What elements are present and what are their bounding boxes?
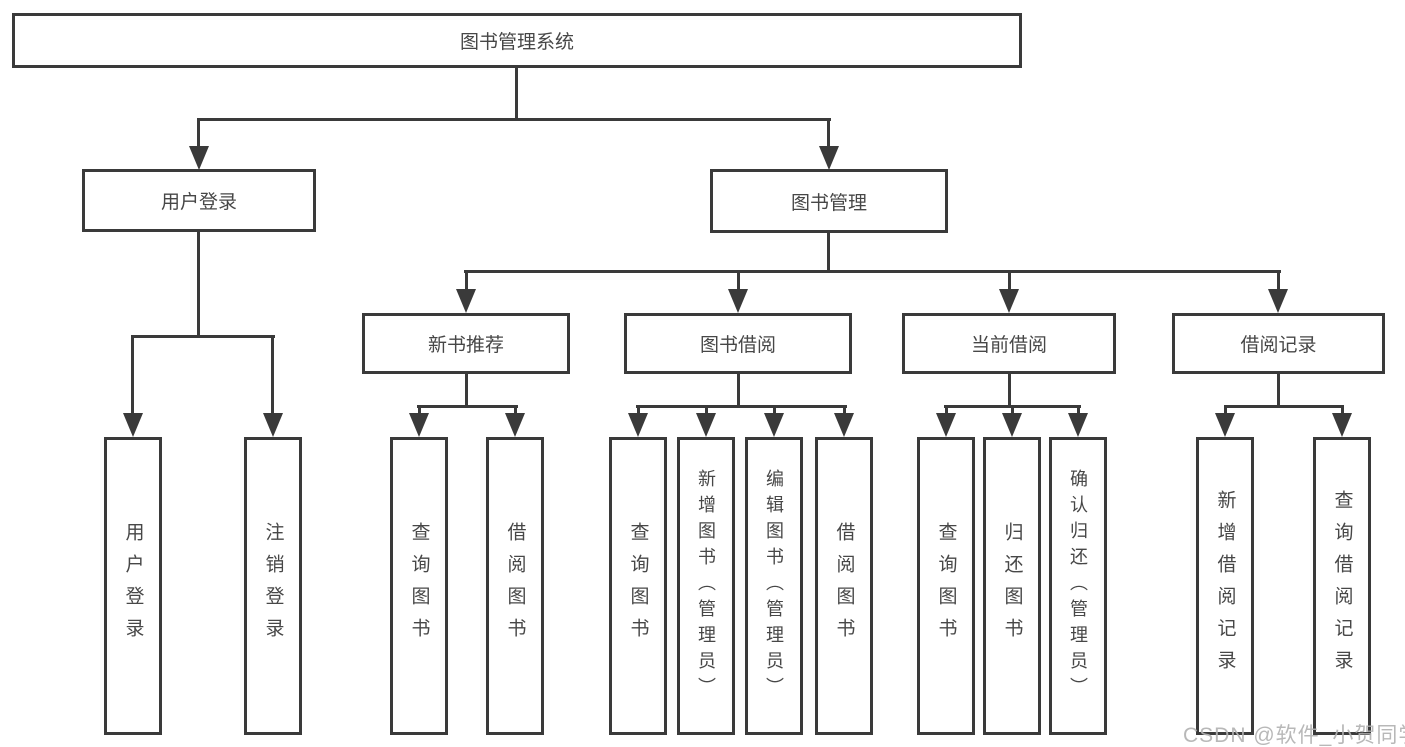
connector-line: [737, 270, 740, 291]
arrow-down-icon: [728, 289, 748, 313]
arrow-down-icon: [628, 413, 648, 437]
connector-line: [1277, 373, 1280, 405]
node-label: 用户登录: [160, 192, 237, 213]
connector-line: [131, 335, 275, 338]
arrow-down-icon: [764, 413, 784, 437]
node-label: 用户登录: [122, 522, 144, 650]
node-label: 图书借阅: [699, 335, 776, 356]
connector-line: [514, 405, 517, 415]
arrow-down-icon: [1002, 413, 1022, 437]
connector-line: [1008, 270, 1011, 291]
node-library-management-system: 图书管理系统: [12, 13, 1022, 68]
node-label: 归还图书: [1001, 522, 1023, 650]
node-leaf-user-login: 用户登录: [104, 437, 162, 735]
node-label: 新书推荐: [427, 335, 504, 356]
node-leaf-recommend-query-books: 查询图书: [390, 437, 448, 735]
connector-line: [827, 118, 830, 148]
node-leaf-return-books: 归还图书: [983, 437, 1041, 735]
node-label: 查询图书: [627, 522, 649, 650]
arrow-down-icon: [999, 289, 1019, 313]
connector-line: [945, 405, 948, 415]
node-leaf-add-borrow-record: 新增借阅记录: [1196, 437, 1254, 735]
node-label: 确认归还（管理员）: [1068, 469, 1088, 703]
node-leaf-query-borrow-record: 查询借阅记录: [1313, 437, 1371, 735]
node-book-borrowing: 图书借阅: [624, 313, 852, 374]
connector-line: [418, 405, 421, 415]
arrow-down-icon: [696, 413, 716, 437]
connector-line: [464, 270, 1281, 273]
node-label: 借阅记录: [1240, 335, 1317, 356]
connector-line: [1277, 270, 1280, 291]
node-leaf-edit-book-admin: 编辑图书（管理员）: [745, 437, 803, 735]
node-new-book-recommend: 新书推荐: [362, 313, 570, 374]
arrow-down-icon: [819, 146, 839, 170]
connector-line: [197, 118, 200, 148]
node-label: 图书管理系统: [459, 32, 574, 53]
csdn-watermark: CSDN @软件_小贺同学: [1183, 724, 1405, 747]
node-label: 查询图书: [935, 522, 957, 650]
arrow-down-icon: [936, 413, 956, 437]
arrow-down-icon: [456, 289, 476, 313]
node-leaf-add-book-admin: 新增图书（管理员）: [677, 437, 735, 735]
node-book-management: 图书管理: [710, 169, 948, 233]
connector-line: [1008, 373, 1011, 405]
arrow-down-icon: [1215, 413, 1235, 437]
arrow-down-icon: [123, 413, 143, 437]
node-label: 当前借阅: [970, 335, 1047, 356]
connector-line: [271, 335, 274, 415]
arrow-down-icon: [1332, 413, 1352, 437]
connector-line: [827, 232, 830, 270]
node-leaf-borrowing-query-books: 查询图书: [609, 437, 667, 735]
connector-line: [197, 118, 831, 121]
node-leaf-recommend-borrow-books: 借阅图书: [486, 437, 544, 735]
connector-line: [705, 405, 708, 415]
node-leaf-borrowing-borrow-books: 借阅图书: [815, 437, 873, 735]
connector-line: [131, 335, 134, 415]
connector-line: [636, 405, 847, 408]
node-label: 借阅图书: [504, 522, 526, 650]
node-label: 借阅图书: [833, 522, 855, 650]
connector-line: [843, 405, 846, 415]
arrow-down-icon: [505, 413, 525, 437]
connector-line: [465, 270, 468, 291]
connector-line: [417, 405, 518, 408]
node-leaf-logout: 注销登录: [244, 437, 302, 735]
node-user-login-branch: 用户登录: [82, 169, 316, 232]
node-label: 编辑图书（管理员）: [764, 469, 784, 703]
node-label: 图书管理: [790, 192, 867, 214]
node-label: 注销登录: [262, 522, 284, 650]
node-label: 查询图书: [408, 522, 430, 650]
node-leaf-confirm-return-admin: 确认归还（管理员）: [1049, 437, 1107, 735]
node-label: 新增图书（管理员）: [696, 469, 716, 703]
arrow-down-icon: [834, 413, 854, 437]
arrow-down-icon: [1068, 413, 1088, 437]
connector-line: [1077, 405, 1080, 415]
node-current-borrowing: 当前借阅: [902, 313, 1116, 374]
arrow-down-icon: [263, 413, 283, 437]
node-label: 查询借阅记录: [1331, 490, 1353, 682]
node-borrowing-records: 借阅记录: [1172, 313, 1385, 374]
connector-line: [197, 231, 200, 335]
connector-line: [1224, 405, 1227, 415]
node-label: 新增借阅记录: [1214, 490, 1236, 682]
arrow-down-icon: [189, 146, 209, 170]
connector-line: [773, 405, 776, 415]
connector-line: [515, 68, 518, 120]
node-leaf-current-query-books: 查询图书: [917, 437, 975, 735]
arrow-down-icon: [409, 413, 429, 437]
connector-line: [1224, 405, 1344, 408]
connector-line: [1011, 405, 1014, 415]
connector-line: [465, 373, 468, 405]
connector-line: [637, 405, 640, 415]
connector-line: [737, 373, 740, 405]
connector-line: [1341, 405, 1344, 415]
arrow-down-icon: [1268, 289, 1288, 313]
